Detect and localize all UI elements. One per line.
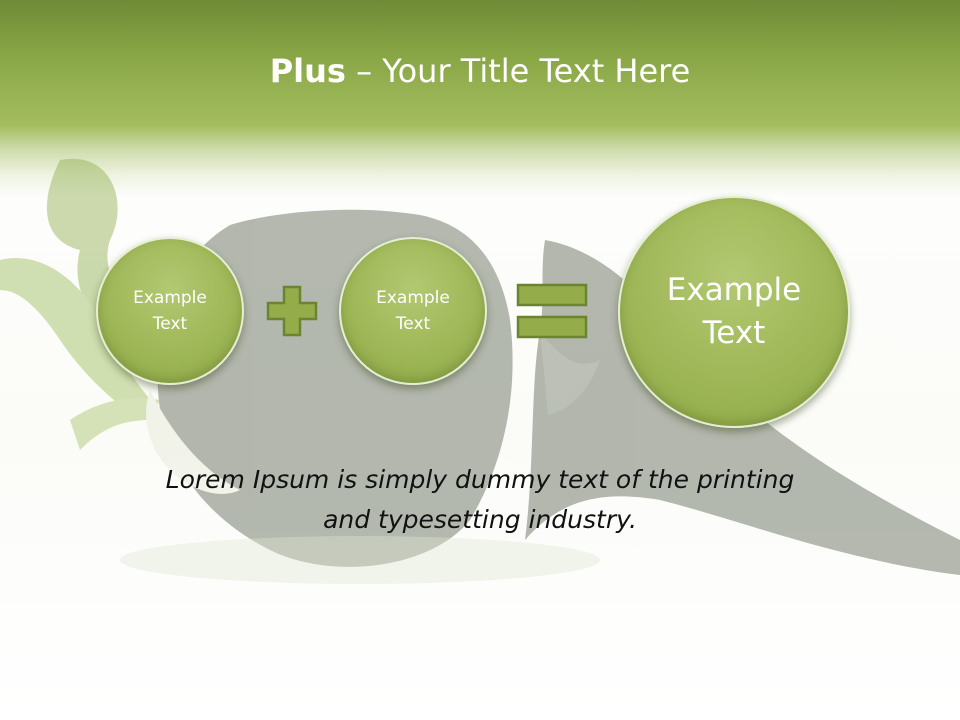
title-strong: Plus bbox=[269, 52, 346, 90]
body-text: Lorem Ipsum is simply dummy text of the … bbox=[165, 465, 795, 534]
circle-1-label: Example Text bbox=[133, 287, 207, 334]
slide-title: Plus – Your Title Text Here bbox=[0, 52, 960, 90]
title-rest: – Your Title Text Here bbox=[345, 52, 691, 90]
example-circle-1: Example Text bbox=[96, 237, 244, 385]
circle-3-label: Example Text bbox=[666, 271, 802, 351]
equals-icon bbox=[516, 283, 588, 339]
example-circle-2: Example Text bbox=[339, 237, 487, 385]
plus-icon bbox=[266, 285, 318, 337]
header-band bbox=[0, 0, 960, 200]
circle-2-label: Example Text bbox=[376, 287, 450, 334]
example-circle-result: Example Text bbox=[618, 196, 850, 428]
